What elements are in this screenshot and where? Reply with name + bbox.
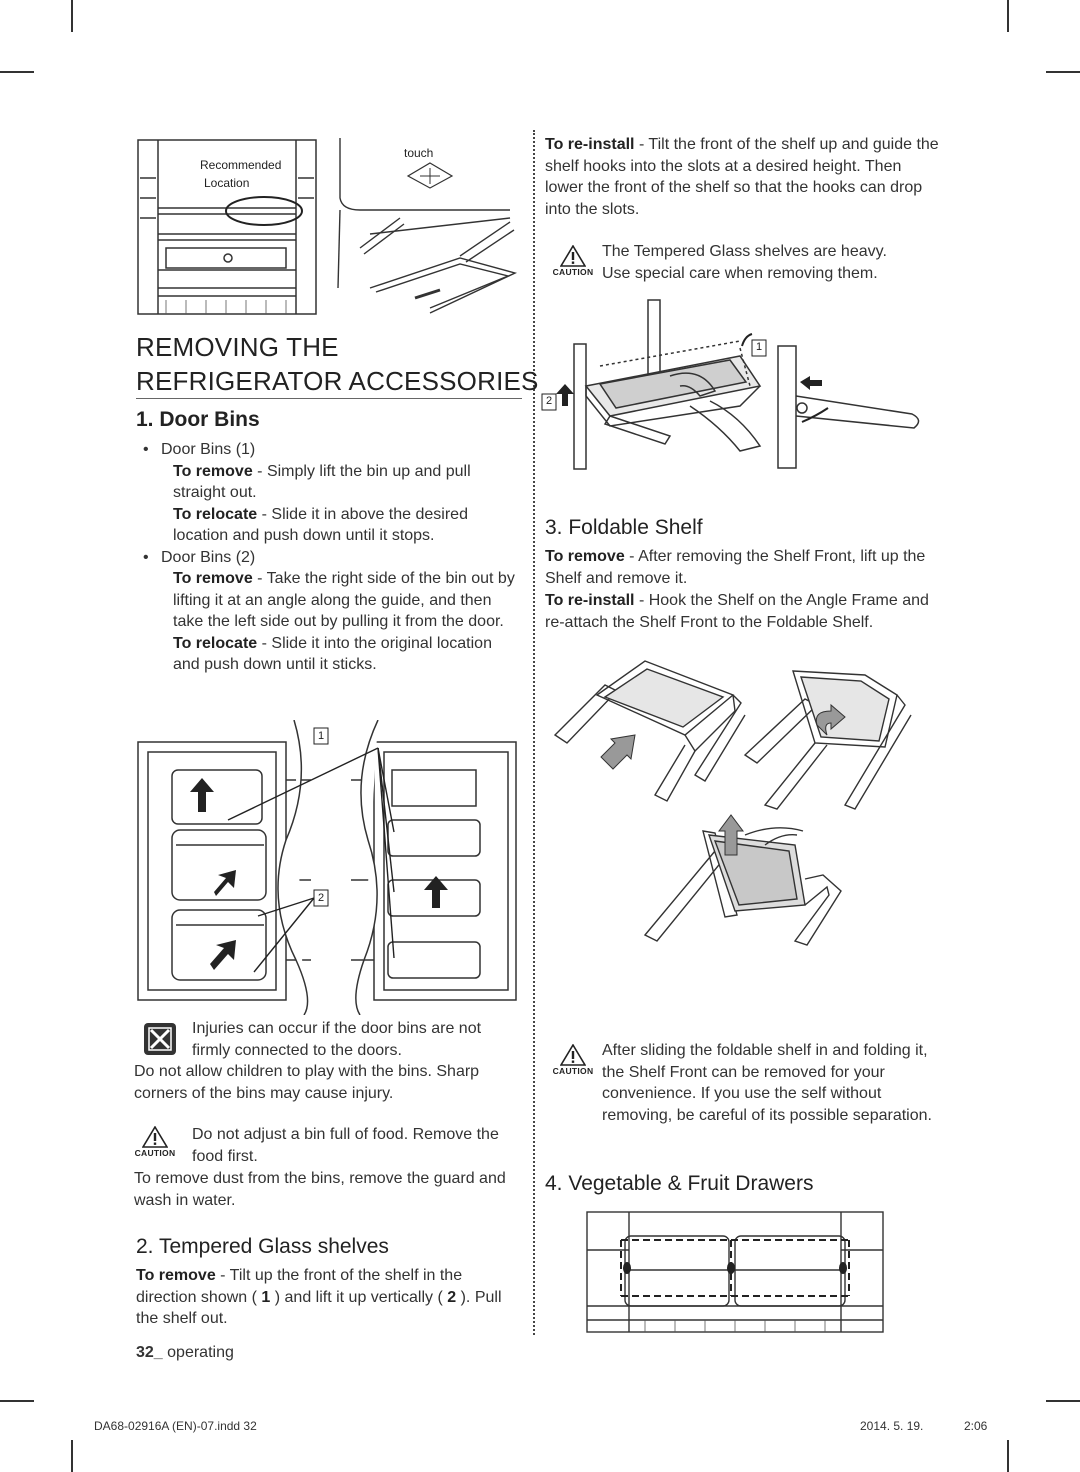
foldable-shelf-heading: 3. Foldable Shelf	[545, 516, 703, 539]
fridge-interior-figure: Recommended Location	[136, 138, 318, 316]
page-number-footer: 32_ operating	[136, 1344, 234, 1362]
glass-shelves-heading: 2. Tempered Glass shelves	[136, 1235, 389, 1258]
caution-icon: CAUTION	[550, 1044, 596, 1076]
veg-drawers-figure	[585, 1210, 885, 1335]
caution-icon: CAUTION	[550, 245, 596, 277]
crop-mark	[0, 1400, 34, 1402]
section-title-line2: REFRIGERATOR ACCESSORIES	[136, 366, 539, 396]
veg-drawers-heading: 4. Vegetable & Fruit Drawers	[545, 1172, 814, 1195]
crop-mark	[71, 1440, 73, 1472]
door-bins-note: Injuries can occur if the door bins are …	[192, 1020, 482, 1059]
caution-icon: CAUTION	[132, 1126, 178, 1158]
page-section: operating	[162, 1344, 234, 1361]
door-bins-caution-after: To remove dust from the bins, remove the…	[134, 1170, 506, 1209]
door-callout-2: 2	[318, 892, 325, 904]
print-file-info: DA68-02916A (EN)-07.indd 32	[94, 1419, 257, 1433]
column-divider	[533, 130, 535, 1335]
print-date: 2014. 5. 19.	[860, 1419, 924, 1433]
door-callout-1: 1	[318, 730, 325, 742]
door-bins-item1-title: Door Bins (1)	[143, 439, 523, 461]
foldable-shelf-remove: To remove - After removing the Shelf Fro…	[545, 548, 926, 587]
door-bins-heading: 1. Door Bins	[136, 408, 260, 431]
crop-mark	[1007, 0, 1009, 32]
section-title-line1: REMOVING THE	[136, 332, 339, 362]
crop-mark	[1046, 1400, 1080, 1402]
caution-label: CAUTION	[552, 1066, 594, 1076]
recommended-label: Recommended	[200, 158, 282, 172]
note-icon	[143, 1022, 177, 1056]
door-bins-item2-remove: To remove - Take the right side of the b…	[173, 570, 515, 630]
door-bins-item2-relocate: To relocate - Slide it into the original…	[173, 634, 492, 674]
crop-mark	[0, 71, 34, 73]
location-label: Location	[204, 176, 250, 190]
touch-label: touch	[404, 146, 434, 160]
glass-shelves-caution: The Tempered Glass shelves are heavy. Us…	[602, 243, 887, 282]
foldable-shelf-reinstall: To re-install - Hook the Shelf on the An…	[545, 592, 929, 631]
door-bins-note-after: Do not allow children to play with the b…	[134, 1063, 480, 1102]
page-number: 32_	[136, 1344, 163, 1361]
glass-shelves-remove: To remove - Tilt up the front of the she…	[136, 1267, 502, 1327]
crop-mark	[1046, 71, 1080, 73]
foldable-shelf-caution: After sliding the foldable shelf in and …	[602, 1042, 932, 1124]
door-bins-item1: Door Bins (1) To remove - Simply lift th…	[143, 439, 523, 676]
shelf-touch-figure: touch	[330, 138, 520, 316]
door-bins-item1-relocate: To relocate - Slide it in above the desi…	[173, 505, 468, 545]
crop-mark	[71, 0, 73, 32]
door-bins-figure: 1 2	[136, 720, 524, 1015]
door-bins-caution: Do not adjust a bin full of food. Remove…	[192, 1126, 499, 1165]
glass-shelf-figure: 1 2	[540, 296, 930, 474]
crop-mark	[1007, 1440, 1009, 1472]
glass-shelves-reinstall: To re-install - Tilt the front of the sh…	[545, 136, 939, 218]
shelf-callout-1: 1	[756, 341, 763, 353]
foldable-shelf-figure	[545, 655, 935, 955]
print-time: 2:06	[964, 1419, 988, 1433]
title-rule	[136, 398, 522, 399]
shelf-callout-2: 2	[546, 395, 553, 407]
door-bins-item2-title: Door Bins (2)	[143, 547, 523, 569]
door-bins-item1-remove: To remove - Simply lift the bin up and p…	[173, 462, 471, 502]
caution-label: CAUTION	[134, 1148, 176, 1158]
caution-label: CAUTION	[552, 267, 594, 277]
